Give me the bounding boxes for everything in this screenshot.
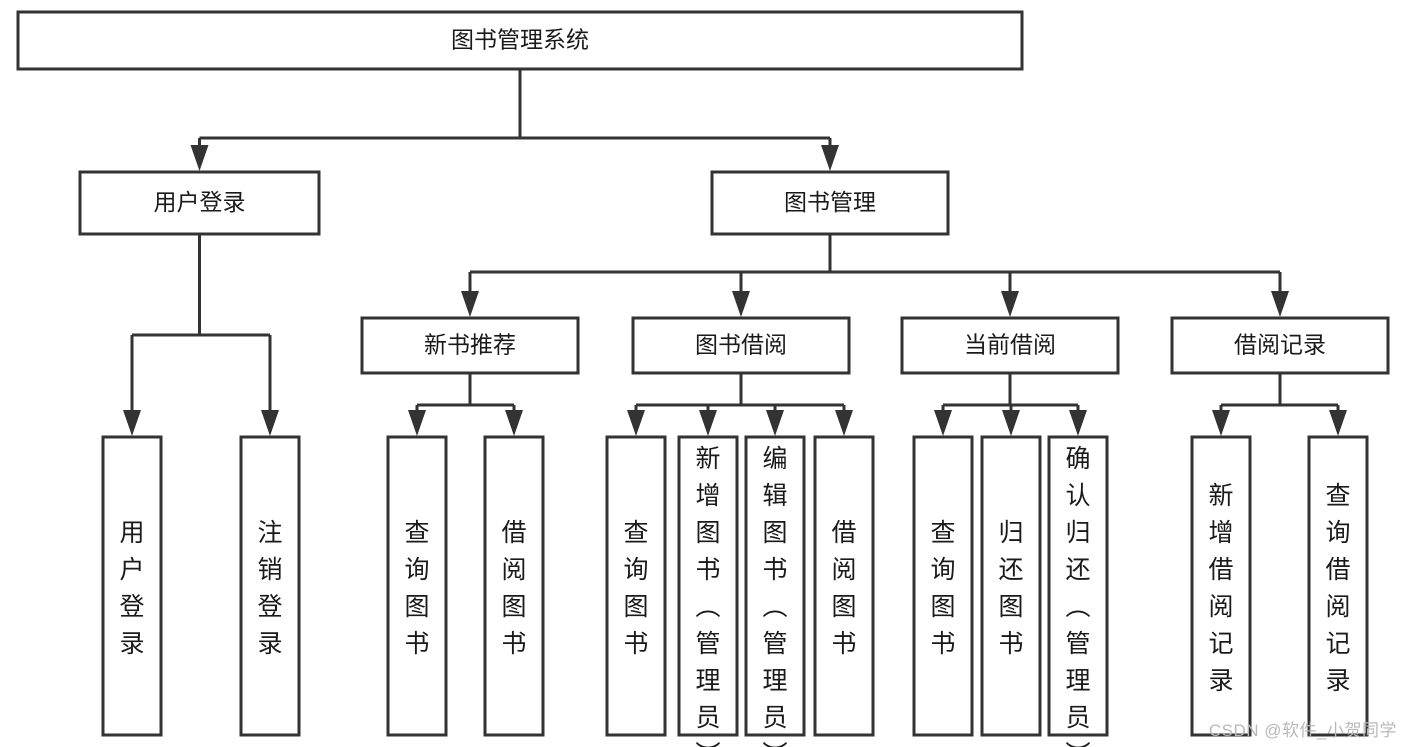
node-label-book-manage: 图书管理: [784, 189, 876, 215]
node-leaf-query-book-1[interactable]: 查询图书: [386, 435, 448, 737]
node-label-new-book-rec: 新书推荐: [424, 332, 516, 358]
node-layer: 图书管理系统用户登录图书管理新书推荐图书借阅当前借阅借阅记录用户登录注销登录查询…: [16, 10, 1390, 747]
node-box-leaf-borrow-book-1: [483, 435, 545, 737]
connector-arrowhead: [461, 291, 479, 317]
connector-arrowhead: [1002, 410, 1020, 436]
node-label-leaf-add-record: 新增借阅记录: [1208, 482, 1233, 695]
node-box-leaf-query-book-1: [386, 435, 448, 737]
node-new-book-rec[interactable]: 新书推荐: [360, 316, 580, 375]
node-label-leaf-borrow-book-2: 借阅图书: [831, 519, 856, 658]
node-user-login[interactable]: 用户登录: [78, 170, 321, 236]
connector-arrowhead: [732, 291, 750, 317]
node-leaf-add-book[interactable]: 新增图书︵管理员︶: [677, 435, 739, 747]
node-label-leaf-borrow-book-1: 借阅图书: [501, 519, 526, 658]
node-current-borrow[interactable]: 当前借阅: [900, 316, 1120, 375]
node-box-book-borrow: [631, 316, 851, 375]
connector-arrowhead: [934, 410, 952, 436]
node-box-leaf-add-record: [1190, 435, 1252, 737]
node-leaf-edit-book[interactable]: 编辑图书︵管理员︶: [744, 435, 806, 747]
node-label-leaf-query-book-3: 查询图书: [930, 519, 955, 658]
node-leaf-borrow-book-2[interactable]: 借阅图书: [813, 435, 875, 737]
connector-arrowhead: [627, 410, 645, 436]
connector-arrowhead: [821, 145, 839, 171]
connector-arrowhead: [123, 410, 141, 436]
connector-arrowhead: [505, 410, 523, 436]
node-box-leaf-return-book: [980, 435, 1042, 737]
node-box-leaf-borrow-book-2: [813, 435, 875, 737]
node-box-book-manage: [710, 170, 950, 236]
node-label-user-login: 用户登录: [154, 189, 246, 215]
node-leaf-user-login[interactable]: 用户登录: [101, 435, 163, 737]
node-leaf-confirm-return[interactable]: 确认归还︵管理员︶: [1047, 435, 1109, 747]
node-label-leaf-add-book: 新增图书︵管理员︶: [695, 445, 720, 747]
node-leaf-query-book-3[interactable]: 查询图书: [912, 435, 974, 737]
watermark-text: CSDN @软件_小贺同学: [1208, 721, 1397, 740]
node-label-leaf-query-record: 查询借阅记录: [1325, 482, 1350, 695]
node-box-leaf-logout: [239, 435, 301, 737]
node-label-leaf-logout: 注销登录: [257, 519, 282, 658]
node-label-leaf-query-book-2: 查询图书: [623, 519, 648, 658]
node-label-root: 图书管理系统: [451, 27, 589, 53]
connector-arrowhead: [261, 410, 279, 436]
node-leaf-borrow-book-1[interactable]: 借阅图书: [483, 435, 545, 737]
node-box-leaf-query-book-3: [912, 435, 974, 737]
node-box-new-book-rec: [360, 316, 580, 375]
node-root[interactable]: 图书管理系统: [16, 10, 1024, 71]
node-box-current-borrow: [900, 316, 1120, 375]
node-box-leaf-query-record: [1307, 435, 1369, 737]
node-label-leaf-return-book: 归还图书: [998, 519, 1023, 658]
node-label-leaf-query-book-1: 查询图书: [404, 519, 429, 658]
connector-arrowhead: [190, 145, 209, 171]
node-leaf-logout[interactable]: 注销登录: [239, 435, 301, 737]
connector-arrowhead: [408, 410, 426, 436]
node-box-root: [16, 10, 1024, 71]
connector-arrowhead: [1329, 410, 1347, 436]
connector-layer: [123, 69, 1347, 436]
connector-arrowhead: [835, 410, 853, 436]
connector-arrowhead: [1001, 291, 1019, 317]
node-box-leaf-query-book-2: [605, 435, 667, 737]
node-box-borrow-record: [1170, 316, 1390, 375]
node-box-leaf-add-book: [677, 435, 739, 737]
node-book-manage[interactable]: 图书管理: [710, 170, 950, 236]
node-label-book-borrow: 图书借阅: [695, 332, 787, 358]
connector-arrowhead: [1271, 291, 1289, 317]
node-label-borrow-record: 借阅记录: [1234, 332, 1326, 358]
connector-arrowhead: [699, 410, 717, 436]
node-box-leaf-confirm-return: [1047, 435, 1109, 737]
connector-arrowhead: [766, 410, 784, 436]
node-box-leaf-edit-book: [744, 435, 806, 737]
node-leaf-query-record[interactable]: 查询借阅记录: [1307, 435, 1369, 737]
node-label-current-borrow: 当前借阅: [964, 332, 1056, 358]
node-box-user-login: [78, 170, 321, 236]
node-leaf-add-record[interactable]: 新增借阅记录: [1190, 435, 1252, 737]
node-label-leaf-confirm-return: 确认归还︵管理员︶: [1065, 445, 1090, 747]
node-label-leaf-edit-book: 编辑图书︵管理员︶: [762, 445, 787, 747]
node-book-borrow[interactable]: 图书借阅: [631, 316, 851, 375]
node-label-leaf-user-login: 用户登录: [119, 519, 144, 658]
node-borrow-record[interactable]: 借阅记录: [1170, 316, 1390, 375]
connector-arrowhead: [1212, 410, 1230, 436]
node-leaf-query-book-2[interactable]: 查询图书: [605, 435, 667, 737]
node-leaf-return-book[interactable]: 归还图书: [980, 435, 1042, 737]
connector-arrowhead: [1069, 410, 1087, 436]
node-box-leaf-user-login: [101, 435, 163, 737]
